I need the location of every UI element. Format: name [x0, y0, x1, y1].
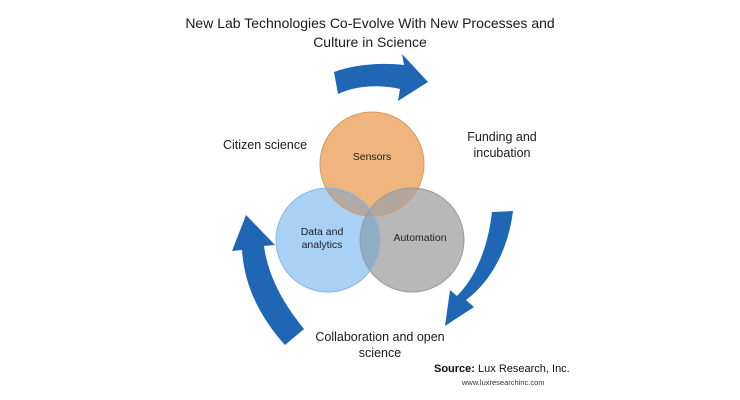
- source-name: Lux Research, Inc.: [478, 363, 570, 375]
- diagram-title: New Lab Technologies Co-Evolve With New …: [120, 14, 620, 52]
- funding-line-2: incubation: [473, 146, 531, 160]
- funding-label: Funding and incubation: [447, 129, 557, 161]
- data-outline: [275, 187, 381, 293]
- automation-outline: [359, 187, 465, 293]
- collaboration-line-1: Collaboration and open: [315, 330, 445, 344]
- data-analytics-label: Data and analytics: [282, 226, 362, 252]
- citizen-science-text: Citizen science: [222, 138, 308, 152]
- funding-line-1: Funding and: [467, 130, 537, 144]
- automation-label-text: Automation: [393, 232, 447, 244]
- automation-label: Automation: [380, 232, 460, 245]
- collaboration-label: Collaboration and open science: [290, 329, 470, 361]
- data-analytics-circle: [276, 188, 380, 292]
- data-analytics-line-2: analytics: [301, 239, 343, 251]
- top-arrow-shape: [334, 54, 428, 101]
- source-credit: Source: Lux Research, Inc.: [434, 363, 570, 375]
- left-arrow-shape: [232, 215, 304, 345]
- data-analytics-line-1: Data and: [300, 226, 344, 238]
- right-arrow-shape: [445, 211, 513, 326]
- source-url: www.luxresearchinc.com: [462, 378, 545, 387]
- title-line-1: New Lab Technologies Co-Evolve With New …: [185, 15, 555, 31]
- sensors-label-text: Sensors: [352, 151, 392, 163]
- collaboration-line-2: science: [358, 346, 402, 360]
- sensors-label: Sensors: [332, 151, 412, 164]
- source-prefix: Source:: [434, 363, 475, 375]
- citizen-science-label: Citizen science: [205, 137, 325, 153]
- title-line-2: Culture in Science: [313, 34, 427, 50]
- sensors-outline: [319, 111, 425, 217]
